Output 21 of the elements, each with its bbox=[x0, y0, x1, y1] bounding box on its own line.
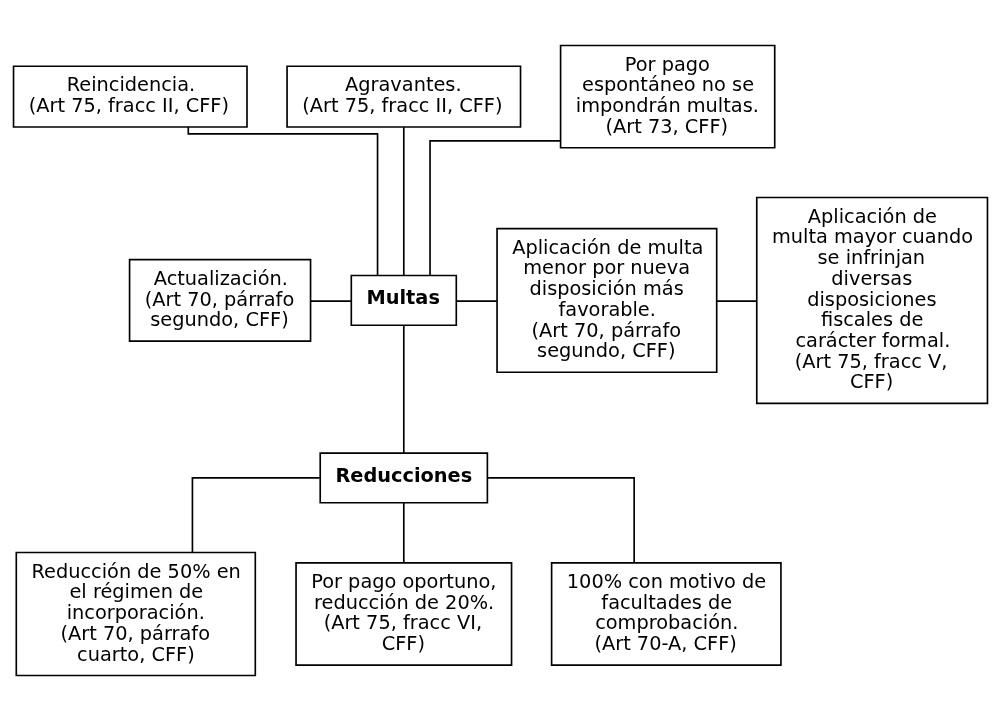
node-box: Reincidencia. (Art 75, fracc II, CFF) bbox=[12, 64, 248, 128]
node-box: Multas bbox=[350, 274, 458, 326]
node-box: Actualización. (Art 70, párrafo segundo, CFF) bbox=[128, 258, 312, 342]
node-box: Aplicación de multa mayor cuando se infrinjan diversas disposiciones fiscales de carácter formal. (Art 75, fracc V, CFF) bbox=[755, 196, 989, 404]
connector bbox=[486, 476, 635, 563]
node-box: Reducción de 50% en el régimen de incorporación. (Art 70, párrafo cuarto, CFF) bbox=[15, 551, 257, 676]
node-box: 100% con motivo de facultades de comprobación. (Art 70-A, CFF) bbox=[550, 561, 782, 666]
connector bbox=[402, 125, 405, 276]
node-box: Aplicación de multa menor por nueva disposición más favorable. (Art 70, párrafo segundo, CFF) bbox=[496, 227, 718, 373]
connector bbox=[402, 324, 405, 454]
connector bbox=[429, 139, 562, 276]
connector bbox=[191, 476, 321, 553]
connector bbox=[716, 299, 758, 302]
connector bbox=[187, 125, 379, 276]
connector bbox=[402, 501, 405, 564]
node-box: Por pago espontáneo no se impondrán multas. (Art 73, CFF) bbox=[559, 44, 776, 149]
node-box: Reducciones bbox=[319, 451, 489, 504]
connector bbox=[455, 299, 498, 302]
connector bbox=[310, 299, 352, 302]
node-box: Por pago oportuno, reducción de 20%. (Art 75, fracc VI, CFF) bbox=[295, 561, 513, 666]
node-box: Agravantes. (Art 75, fracc II, CFF) bbox=[286, 64, 522, 128]
